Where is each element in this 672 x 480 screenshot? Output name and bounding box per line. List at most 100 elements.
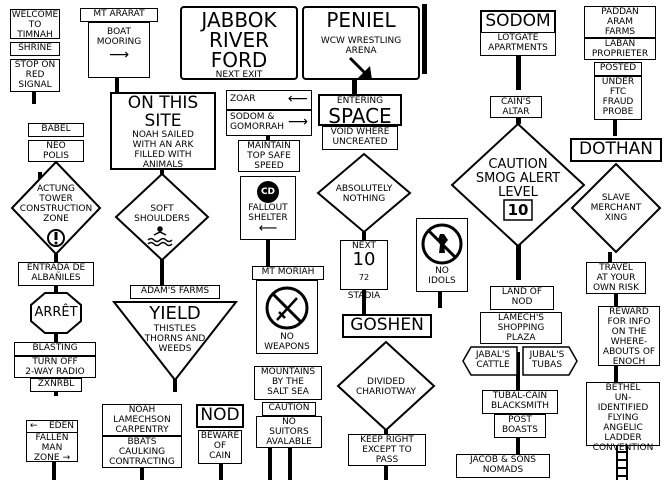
sign-line: 72 [358, 273, 370, 282]
sign-line: WEEDS [158, 344, 192, 354]
sign-line: ANIMALS [142, 160, 184, 170]
sign-line: SHOULDERS [134, 214, 190, 224]
sign-line: SALT SEA [267, 387, 309, 397]
sign-line: BEWARE [200, 431, 240, 441]
sign-line: UNCREATED [332, 137, 388, 147]
sign-line: POSTED [599, 63, 637, 73]
sign-line: PROBE [602, 107, 634, 117]
post [173, 378, 177, 392]
mt-ararat-sign: MT ARARAT [80, 8, 158, 22]
sign-line: EXCEPT TO [362, 445, 412, 455]
sign-line: XING [604, 213, 628, 223]
sign-line: SPACE [328, 104, 392, 128]
sign-line: SODOM & [230, 112, 275, 122]
civil-defense-icon: CD [257, 181, 279, 203]
tubal-cain-sign: TUBAL-CAIN BLACKSMITH [482, 390, 558, 414]
sign-line: CAIN'S [500, 97, 531, 107]
sign-line: WHERE- [610, 337, 648, 347]
actung-diamond-sign: ACTUNG TOWER CONSTRUCTION ZONE [10, 160, 102, 256]
dothan-sign: DOTHAN [570, 138, 662, 162]
entering-space-sign: ENTERING SPACE [318, 94, 402, 126]
sign-line: GOSHEN [350, 315, 424, 335]
sign-line: BOAT [107, 27, 131, 37]
sign-line: DOTHAN [579, 139, 653, 159]
post [38, 172, 42, 182]
sign-line: STOP ON [14, 60, 56, 70]
eden-row: ← EDEN [27, 421, 77, 431]
sign-line: ACTUNG [36, 184, 76, 194]
sign-line: ENTERING [336, 96, 384, 106]
post [384, 466, 388, 480]
turn-off-radio-sign: TURN OFF 2-WAY RADIO [14, 356, 96, 378]
sign-line: TIMNAH [17, 30, 53, 40]
lamech-plaza-sign: LAMECH'S SHOPPING PLAZA [480, 312, 562, 344]
post [613, 120, 617, 136]
sign-line: MAINTAIN [247, 141, 291, 151]
diamond-shape [316, 152, 412, 234]
post [32, 90, 36, 104]
void-sign: VOID WHERE UNCREATED [322, 126, 398, 150]
sodom-sign: SODOM [480, 10, 556, 34]
sign-line: DIVIDED [367, 377, 405, 387]
sign-line: FRAUD [602, 97, 634, 107]
post [54, 254, 58, 262]
absolutely-nothing-diamond-sign: ABSOLUTELY NOTHING [316, 152, 412, 234]
sign-line: JABBOK [201, 8, 277, 32]
post [115, 76, 119, 92]
sodom-gomorrah-row: SODOM & GOMORRAH ⟶ [227, 111, 311, 133]
sign-line: OF [213, 441, 227, 451]
sign-line: SHOPPING [497, 323, 545, 333]
sign-line: CATTLE [476, 360, 510, 370]
sign-line: ZOAR [230, 94, 256, 104]
sign-line: FLYING [607, 413, 639, 423]
jacob-sons-sign: JACOB & SONS NOMADS [456, 454, 550, 478]
yield-triangle-sign: YIELD THISTLES THORNS AND WEEDS [111, 300, 239, 382]
sign-line: ON THIS [127, 93, 199, 113]
beware-cain-sign: BEWARE OF CAIN [198, 430, 242, 464]
mountains-salt-sea-sign: MOUNTAINS BY THE SALT SEA [254, 366, 322, 400]
sign-line: CAUTION [488, 157, 548, 172]
post [362, 288, 366, 314]
sign-line: TO [28, 20, 42, 30]
sign-line: CHARIOTWAY [355, 387, 417, 397]
no-idols-sign: NO IDOLS [416, 218, 468, 292]
sign-line: SHELTER [248, 213, 288, 223]
sign-line: PLAZA [506, 333, 536, 343]
sign-line: KEEP RIGHT [360, 435, 414, 445]
sign-line: LAND OF [501, 287, 543, 297]
arret-octagon-sign: ARRÊT [30, 292, 82, 334]
sign-line: IDOLS [428, 276, 456, 286]
post [54, 390, 58, 396]
sign-line: ANGELIC [603, 423, 643, 433]
fallen-man-sign: FALLEN MAN ZONE → [26, 432, 78, 463]
jabals-cattle-sign: JABAL'S CATTLE [462, 346, 518, 376]
sign-line: BLACKSMITH [491, 401, 549, 411]
sign-line: FALLEN [35, 433, 69, 443]
post [160, 168, 164, 176]
sign-line: 2-WAY RADIO [25, 367, 85, 377]
sign-line: PADDAN [601, 7, 639, 17]
fallen-zone-row: ZONE → [27, 453, 77, 463]
sign-line: FTC [609, 87, 627, 97]
post [516, 244, 521, 280]
no-sword-icon [265, 286, 309, 330]
post [422, 4, 427, 74]
sign-line: JUBAL'S [529, 350, 565, 360]
diamond-shape [450, 122, 586, 248]
sign-line: CAUTION [268, 403, 310, 413]
sign-line: ENOCH [612, 357, 646, 367]
sign-line: LEVEL [498, 185, 538, 200]
sign-line: GOMORRAH [230, 122, 284, 132]
goshen-sign: GOSHEN [342, 314, 432, 338]
sign-line: PROPRIETER [591, 49, 649, 59]
on-this-site-sign: ON THIS SITE NOAH SAILED WITH AN ARK FIL… [110, 92, 216, 170]
sign-line: JACOB & SONS [469, 455, 537, 465]
post [219, 462, 223, 480]
sign-line: JABAL'S [475, 350, 511, 360]
sign-line: BOASTS [501, 425, 539, 435]
sign-line: BETHEL [605, 383, 641, 393]
post [52, 460, 56, 480]
sign-line: NO [280, 332, 294, 342]
zxnrbl-sign: ZXNRBL [30, 378, 82, 392]
sign-line: ARRÊT [34, 305, 78, 320]
